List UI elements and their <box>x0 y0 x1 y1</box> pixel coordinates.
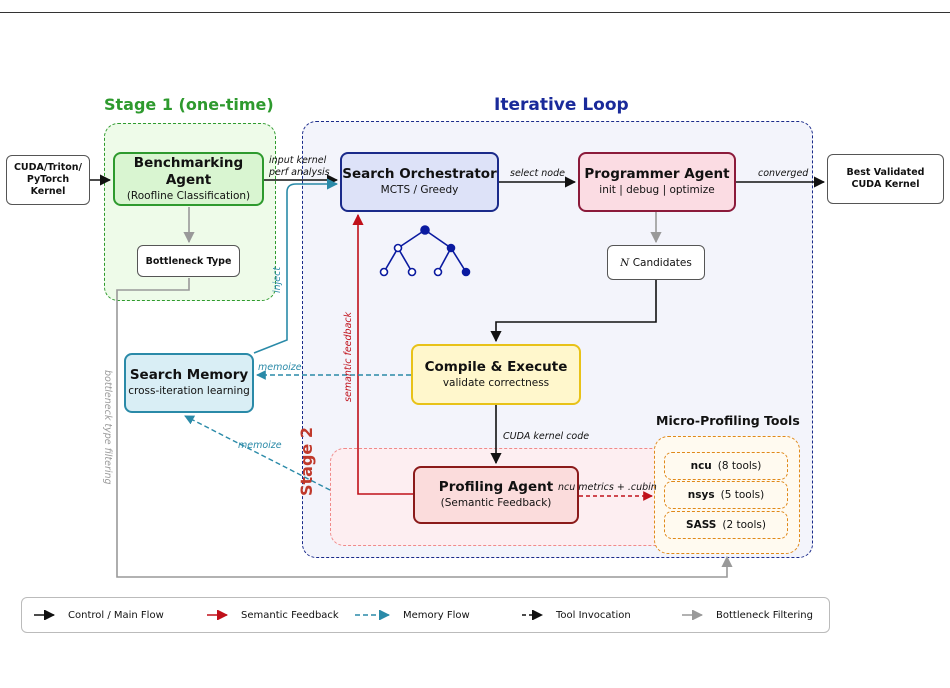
edge-memory-inject <box>253 178 339 354</box>
memory-subtitle: cross-iteration learning <box>128 385 250 397</box>
legend-item-feedback: Semantic Feedback <box>207 598 339 632</box>
legend-item-control: Control / Main Flow <box>34 598 164 632</box>
tool-nsys: nsys (5 tools) <box>664 481 788 509</box>
bench-subtitle: (Roofline Classification) <box>126 189 251 202</box>
top-rule <box>0 12 950 13</box>
stage1-title: Stage 1 (one-time) <box>104 95 274 114</box>
compile-execute-node: Compile & Execute validate correctness <box>411 344 581 405</box>
label-select-node: select node <box>510 168 565 179</box>
candidates-variable: N <box>620 256 630 269</box>
label-semantic-feedback: semantic feedback <box>343 311 354 402</box>
search-orchestrator-node: Search Orchestrator MCTS / Greedy <box>340 152 499 212</box>
legend-item-tool: Tool Invocation <box>522 598 631 632</box>
edge-candidates-compile <box>490 280 657 343</box>
iterative-loop-title: Iterative Loop <box>494 95 629 115</box>
profiling-subtitle: (Semantic Feedback) <box>440 497 552 509</box>
tool-count: (2 tools) <box>722 519 766 531</box>
output-line-1: Best Validated <box>846 167 925 178</box>
label-bottleneck-filtering: bottleneck type filtering <box>102 370 113 485</box>
legend-label: Semantic Feedback <box>241 609 339 621</box>
compile-subtitle: validate correctness <box>442 376 550 389</box>
edge-bottleneck-filtering <box>116 278 733 578</box>
label-inject: inject <box>272 266 283 293</box>
bench-title: Benchmarking Agent <box>133 154 244 188</box>
legend-label: Tool Invocation <box>556 609 631 621</box>
legend: Control / Main Flow Semantic Feedback Me… <box>21 597 830 633</box>
compile-title: Compile & Execute <box>424 358 568 375</box>
output-line-2: CUDA Kernel <box>851 179 920 190</box>
label-perf-analysis: perf analysis <box>269 167 330 178</box>
profiling-agent-node: Profiling Agent (Semantic Feedback) <box>413 466 579 524</box>
edge-semantic-feedback <box>352 213 413 495</box>
programmer-subtitle: init | debug | optimize <box>599 184 715 196</box>
input-line-3: Kernel <box>30 186 66 197</box>
tool-ncu: ncu (8 tools) <box>664 452 788 480</box>
orchestrator-title: Search Orchestrator <box>342 166 497 182</box>
tool-name: SASS <box>686 519 717 531</box>
benchmarking-agent-node: Benchmarking Agent (Roofline Classificat… <box>113 152 264 206</box>
input-line-2: PyTorch <box>26 174 70 185</box>
memory-title: Search Memory <box>129 367 249 383</box>
tool-count: (5 tools) <box>720 489 765 501</box>
label-converged: converged <box>758 168 809 179</box>
bottleneck-type-node: Bottleneck Type <box>137 245 240 277</box>
label-memoize-top: memoize <box>258 362 302 373</box>
programmer-title: Programmer Agent <box>584 166 730 182</box>
tool-sass: SASS (2 tools) <box>664 511 788 539</box>
label-cuda-kernel-code: CUDA kernel code <box>503 431 590 442</box>
legend-label: Memory Flow <box>403 609 470 621</box>
legend-label: Bottleneck Filtering <box>716 609 813 621</box>
label-ncu-metrics: ncu metrics + .cubin <box>558 482 657 493</box>
tool-name: ncu <box>690 460 712 472</box>
mcts-tree-icon <box>379 225 471 277</box>
legend-item-memory: Memory Flow <box>355 598 470 632</box>
candidates-label: Candidates <box>632 256 692 269</box>
micro-profiling-title: Micro-Profiling Tools <box>656 413 800 428</box>
input-kernel-node: CUDA/Triton/ PyTorch Kernel <box>6 155 90 205</box>
legend-label: Control / Main Flow <box>68 609 164 621</box>
legend-item-filtering: Bottleneck Filtering <box>682 598 813 632</box>
label-input-kernel: input kernel <box>269 155 327 166</box>
tool-name: nsys <box>687 489 715 501</box>
label-memoize-bottom: memoize <box>238 440 282 451</box>
profiling-title: Profiling Agent <box>438 479 554 495</box>
bottleneck-label: Bottleneck Type <box>145 255 232 267</box>
programmer-agent-node: Programmer Agent init | debug | optimize <box>578 152 736 212</box>
best-kernel-node: Best Validated CUDA Kernel <box>827 154 944 204</box>
edge-profiling-memory <box>184 415 331 491</box>
search-memory-node: Search Memory cross-iteration learning <box>124 353 254 413</box>
orchestrator-subtitle: MCTS / Greedy <box>380 184 459 196</box>
input-line-1: CUDA/Triton/ <box>13 162 83 173</box>
tool-count: (8 tools) <box>717 460 762 472</box>
candidates-node: N Candidates <box>607 245 705 280</box>
